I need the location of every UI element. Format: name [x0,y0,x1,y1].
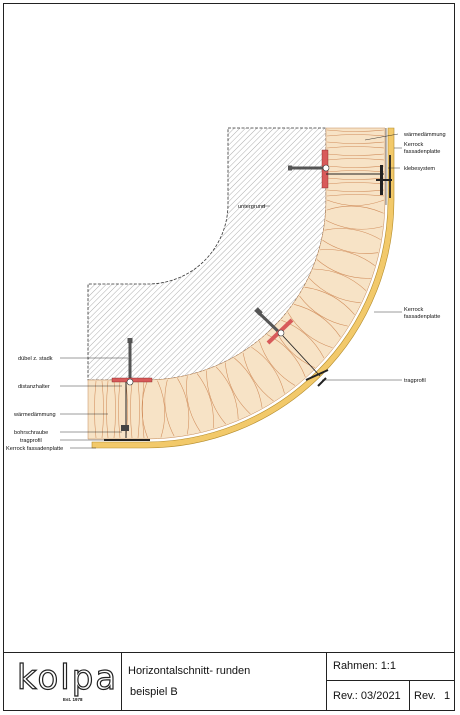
middle-fixing-assembly [254,307,329,387]
insulation-wave [142,380,145,439]
drawing-scale: Rahmen: 1:1 [333,660,396,672]
label-kerrock-mid-2: fassadenplatte [404,314,440,320]
technical-drawing: wärmedämmung Kerrock fassadenplatte kleb… [6,127,446,452]
insulation-wave [326,194,385,197]
insulation-wave [326,158,385,161]
insulation-wave [137,380,140,439]
revision-date-cell: Rev.: 03/2021 [327,681,410,711]
top-fixing-assembly [288,149,392,198]
insulation-wave [326,129,385,132]
label-klebesystem: klebesystem [404,166,435,172]
label-tragprofil-left: tragprofil [20,438,42,444]
insulation-wave [326,182,385,185]
insulation-wave [313,268,367,291]
description-cell: Horizontalschnitt- runden beispiel B [122,653,327,711]
label-waermedaemmung-right: wärmedämmung [403,132,446,138]
label-waermedaemmung-left: wärmedämmung [13,412,56,418]
insulation-wave [322,239,379,254]
label-kerrock-top-1: Kerrock [404,142,423,148]
insulation-wave [326,153,385,156]
label-kerrock-mid-1: Kerrock [404,307,423,313]
insulation-wave [326,177,385,180]
insulation-wave [319,249,375,266]
insulation-wave [326,141,385,144]
insulation-wave [157,380,165,438]
insulation-wave [324,228,381,240]
insulation-wave [259,341,296,386]
insulation-wave [251,346,285,394]
insulation-wave [164,379,175,437]
insulation-wave [304,286,355,315]
insulation-wave [287,312,333,349]
label-tragprofil-right: tragprofil [404,378,426,384]
insulation-wave [215,366,239,420]
title-block: kolpa Est. 1978 Horizontalschnitt- runde… [3,652,455,711]
insulation-wave [234,357,263,408]
insulation-layer [87,127,386,440]
insulation-wave [206,370,227,425]
insulation-wave-pattern [94,129,385,439]
kolpa-logo: kolpa [16,657,119,698]
insulation-wave [316,259,371,279]
leader-lines [60,133,402,449]
scale-cell: Rahmen: 1:1 [327,653,455,681]
label-bohrschraube: bohrschraube [14,430,48,436]
insulation-wave [326,199,385,206]
insulation-wave [326,134,385,137]
label-duebel: dübel z. stadk [18,356,53,362]
insulation-wave [196,373,214,429]
logo-cell: kolpa Est. 1978 [3,653,122,711]
label-kerrock-top-2: fassadenplatte [404,149,440,155]
revision-number-cell: Rev. 1 [410,681,455,711]
drawing-title: Horizontalschnitt- runden [128,665,251,677]
drawing-subtitle: beispiel B [130,686,178,698]
insulation-wave [225,362,251,415]
insulation-wave [242,352,274,402]
insulation-wave [325,219,383,230]
insulation-wave [326,205,384,214]
insulation-wave [299,295,348,327]
insulation-wave [141,380,148,439]
logo-established: Est. 1978 [63,697,83,702]
insulation-wave [186,376,201,432]
insulation-wave [326,189,385,192]
insulation-wave [308,278,361,304]
insulation-wave [281,319,325,359]
insulation-wave [326,165,385,168]
insulation-wave [177,378,190,435]
bottom-fixing-assembly [104,338,153,441]
insulation-wave [326,146,385,149]
label-distanzhalter: distanzhalter [18,384,50,390]
insulation-wave [293,304,341,338]
drawing-frame [3,3,455,711]
revision-date: Rev.: 03/2021 [333,690,401,702]
label-untergrund: untergrund [238,204,265,210]
insulation-wave [130,380,133,439]
insulation-wave [326,170,385,173]
revision-label: Rev. [414,690,436,702]
revision-number: 1 [444,690,451,702]
label-kerrock-left: Kerrock fassadenplatte [6,446,63,452]
